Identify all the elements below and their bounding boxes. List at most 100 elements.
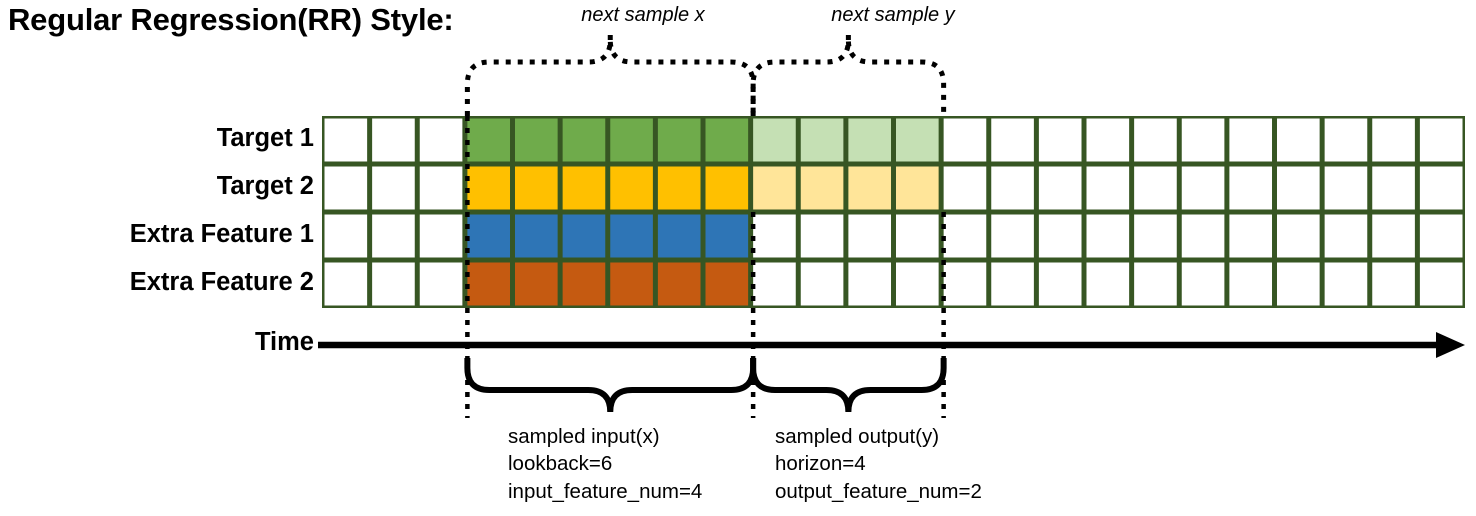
grid-cell-target-2-15	[1038, 166, 1082, 210]
grid-cell-target-2-8	[705, 166, 749, 210]
grid-cell-extra-feature-1-13	[943, 214, 987, 258]
grid-cell-target-1-0	[324, 118, 368, 162]
row-label-target-1: Target 1	[216, 124, 314, 152]
grid-cell-target-2-5	[562, 166, 606, 210]
top-brace-next-sample-y	[750, 39, 947, 116]
grid-cell-target-1-23	[1419, 118, 1463, 162]
grid-cell-extra-feature-1-20	[1277, 214, 1320, 258]
grid-cell-extra-feature-1-11	[848, 214, 892, 258]
grid-cell-extra-feature-2-16	[1086, 262, 1130, 306]
time-axis-label: Time	[254, 328, 314, 356]
grid-cell-extra-feature-2-18	[1181, 262, 1225, 306]
grid-cell-target-2-10	[800, 166, 844, 210]
grid-cell-extra-feature-2-20	[1277, 262, 1320, 306]
grid-cell-target-1-2	[419, 118, 463, 162]
grid-cell-target-1-8	[705, 118, 749, 162]
grid-cell-extra-feature-2-23	[1419, 262, 1463, 306]
row-label-column: Target 1 Target 2 Extra Feature 1 Extra …	[28, 116, 314, 308]
bottom-note-line: input_feature_num=4	[508, 479, 703, 503]
page-title: Regular Regression(RR) Style:	[8, 2, 454, 37]
bottom-note-sampled-input: sampled input(x) lookback=6 input_featur…	[508, 423, 702, 505]
grid-cell-target-2-1	[372, 166, 415, 210]
grid-cell-extra-feature-2-17	[1134, 262, 1177, 306]
grid-cell-extra-feature-2-11	[848, 262, 892, 306]
grid-cell-extra-feature-1-14	[991, 214, 1034, 258]
grid-cell-target-2-4	[515, 166, 558, 210]
grid-cell-target-1-17	[1134, 118, 1177, 162]
grid-cell-extra-feature-2-7	[657, 262, 701, 306]
grid-cell-target-1-15	[1038, 118, 1082, 162]
grid-cell-target-1-9	[753, 118, 796, 162]
grid-cell-target-2-21	[1324, 166, 1368, 210]
grid-cell-target-2-23	[1419, 166, 1463, 210]
grid-cell-extra-feature-2-8	[705, 262, 749, 306]
grid-cell-extra-feature-2-5	[562, 262, 606, 306]
grid-cell-target-1-11	[848, 118, 892, 162]
grid-cell-target-1-10	[800, 118, 844, 162]
grid-cell-extra-feature-1-0	[324, 214, 368, 258]
grid-cell-target-1-3	[467, 118, 511, 162]
grid-cell-extra-feature-1-4	[515, 214, 558, 258]
grid-cell-target-2-17	[1134, 166, 1177, 210]
grid-cell-extra-feature-1-16	[1086, 214, 1130, 258]
grid-cell-extra-feature-2-4	[515, 262, 558, 306]
grid-cell-extra-feature-1-6	[610, 214, 653, 258]
annotation-lines	[318, 30, 1465, 418]
top-brace-label-next-sample-y: next sample y	[831, 4, 955, 26]
grid-cell-extra-feature-1-17	[1134, 214, 1177, 258]
grid-cell-extra-feature-2-19	[1229, 262, 1273, 306]
grid-cell-target-2-16	[1086, 166, 1130, 210]
grid-cell-target-2-19	[1229, 166, 1273, 210]
grid-cell-target-1-21	[1324, 118, 1368, 162]
grid-cell-target-2-2	[419, 166, 463, 210]
grid-cell-extra-feature-2-15	[1038, 262, 1082, 306]
grid-cell-target-2-3	[467, 166, 511, 210]
grid-cell-target-2-7	[657, 166, 701, 210]
grid-cell-target-1-1	[372, 118, 415, 162]
grid-cell-extra-feature-1-2	[419, 214, 463, 258]
grid-cell-extra-feature-1-22	[1372, 214, 1415, 258]
grid-cell-extra-feature-1-3	[467, 214, 511, 258]
bottom-note-sampled-output: sampled output(y) horizon=4 output_featu…	[775, 423, 982, 505]
grid-cell-target-2-20	[1277, 166, 1320, 210]
grid-cell-extra-feature-1-18	[1181, 214, 1225, 258]
bottom-note-line: output_feature_num=2	[775, 479, 982, 503]
grid-cell-extra-feature-1-1	[372, 214, 415, 258]
top-brace-next-sample-x	[464, 39, 756, 116]
row-label-extra-feature-1: Extra Feature 1	[129, 220, 314, 248]
bottom-brace-sampled-input	[464, 358, 757, 413]
row-label-target-2: Target 2	[216, 172, 314, 200]
grid-cell-extra-feature-1-8	[705, 214, 749, 258]
grid-cell-target-2-12	[896, 166, 939, 210]
grid-cell-target-2-22	[1372, 166, 1415, 210]
bottom-brace-sampled-output	[750, 358, 947, 413]
grid-cell-extra-feature-2-22	[1372, 262, 1415, 306]
grid-cell-target-1-16	[1086, 118, 1130, 162]
bottom-note-line: sampled output(y)	[775, 425, 940, 448]
grid-cell-extra-feature-1-10	[800, 214, 844, 258]
grid-cell-extra-feature-2-1	[372, 262, 415, 306]
grid-cell-extra-feature-1-15	[1038, 214, 1082, 258]
grid-cell-extra-feature-2-14	[991, 262, 1034, 306]
grid-cell-extra-feature-2-9	[753, 262, 796, 306]
grid-cell-extra-feature-1-5	[562, 214, 606, 258]
grid-cell-extra-feature-2-21	[1324, 262, 1368, 306]
grid-cell-extra-feature-1-12	[896, 214, 939, 258]
grid-cell-target-1-19	[1229, 118, 1273, 162]
grid-cell-target-2-13	[943, 166, 987, 210]
grid-cell-target-1-6	[610, 118, 653, 162]
grid-cell-extra-feature-1-9	[753, 214, 796, 258]
grid-cell-extra-feature-2-0	[324, 262, 368, 306]
grid-cell-target-1-5	[562, 118, 606, 162]
grid-cell-extra-feature-2-12	[896, 262, 939, 306]
grid-cell-target-1-7	[657, 118, 701, 162]
grid-cell-target-1-4	[515, 118, 558, 162]
grid-cell-target-1-18	[1181, 118, 1225, 162]
grid-cell-target-2-9	[753, 166, 796, 210]
row-label-extra-feature-2: Extra Feature 2	[129, 268, 314, 296]
grid-cell-target-2-18	[1181, 166, 1225, 210]
grid-cell-target-1-13	[943, 118, 987, 162]
grid-cell-target-1-14	[991, 118, 1034, 162]
grid-cell-extra-feature-1-21	[1324, 214, 1368, 258]
